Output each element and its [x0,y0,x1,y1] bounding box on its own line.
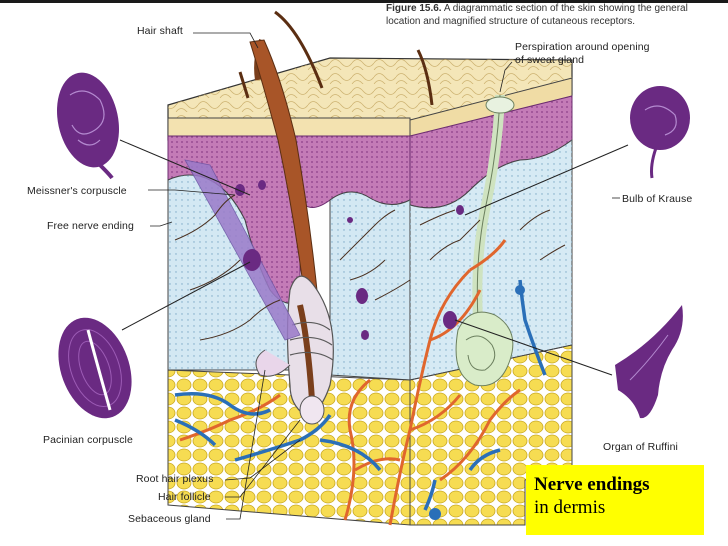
label-pacinian: Pacinian corpuscle [43,434,133,446]
label-hair-follicle: Hair follicle [158,491,211,503]
label-root-hair-plexus: Root hair plexus [136,473,214,485]
krause-bulb-magnified [630,86,690,179]
ruffini-organ-magnified [615,305,683,419]
nerve-fibers [174,194,566,341]
sweat-gland [455,311,514,387]
figure-caption: Figure 15.6. A diagrammatic section of t… [386,2,722,28]
label-bulb-of-krause: Bulb of Krause [622,193,693,205]
pacinian-corpuscle-magnified [58,317,132,419]
label-hair-shaft: Hair shaft [137,25,183,37]
figure-number: Figure 15.6. [386,3,442,14]
label-sebaceous-gland: Sebaceous gland [128,513,211,525]
callout-subtitle: in dermis [534,497,606,518]
label-perspiration: Perspiration around opening of sweat gla… [515,41,650,66]
label-ruffini: Organ of Ruffini [603,441,678,453]
meissner-corpuscle-magnified [57,72,119,180]
label-meissner: Meissner's corpuscle [27,185,127,197]
label-free-nerve-ending: Free nerve ending [47,220,134,232]
callout-title: Nerve endings [534,474,650,495]
top-border [0,0,728,3]
arteries [179,239,521,526]
dermal-receptors [235,180,464,340]
nerve-endings-callout: Nerve endings in dermis [526,465,704,535]
figure-caption-text: A diagrammatic section of the skin showi… [386,3,688,27]
